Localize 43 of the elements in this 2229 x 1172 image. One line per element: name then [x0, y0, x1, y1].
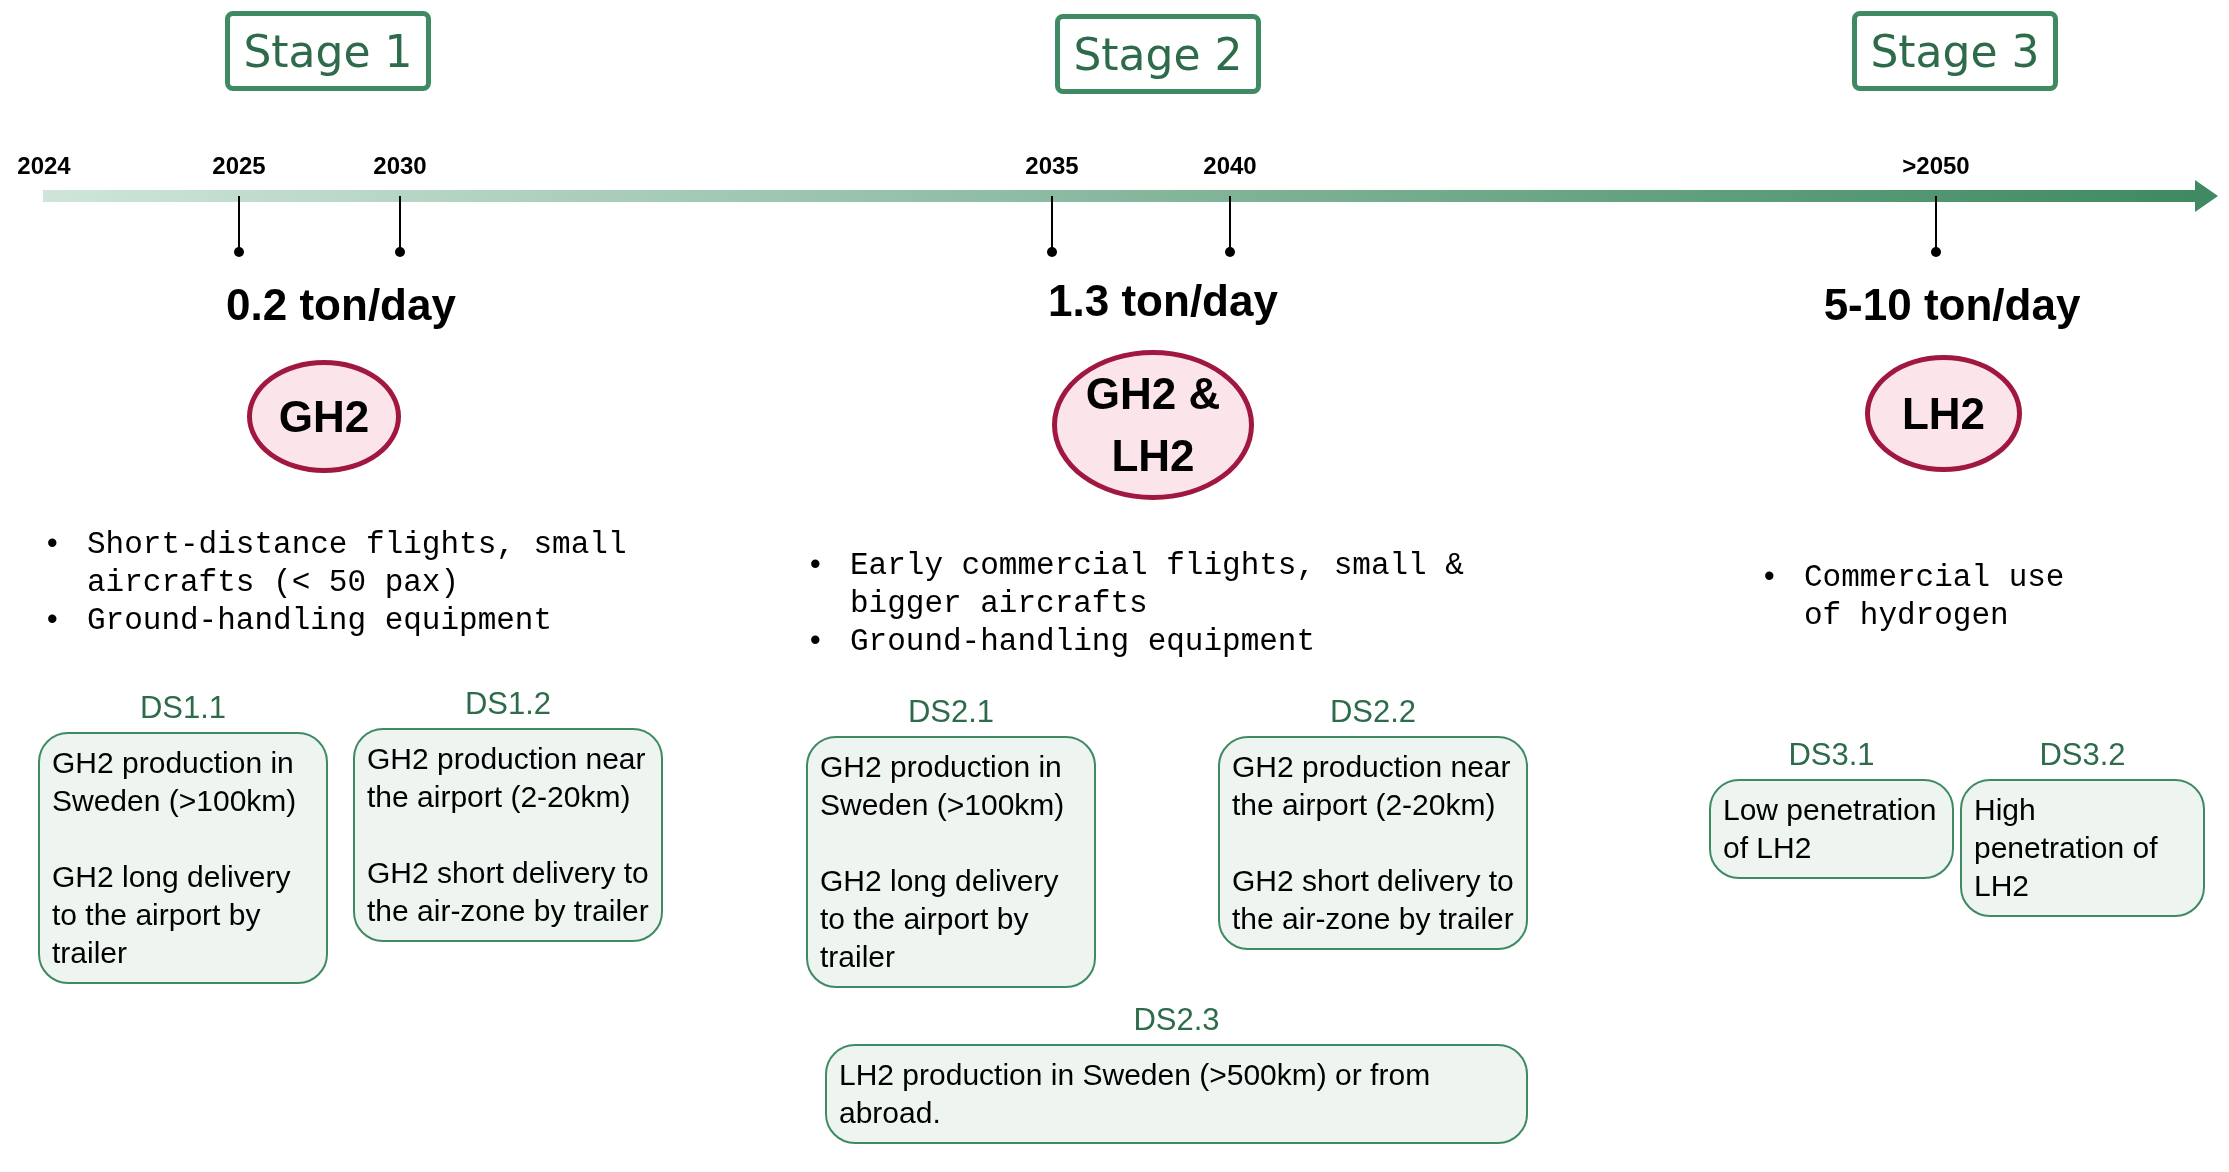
bullet-marker: • — [1760, 559, 1780, 597]
scenario-text: Low penetration of LH2 — [1723, 792, 1938, 866]
production-rate: 1.3 ton/day — [1048, 276, 1278, 326]
scenario-label: DS2.3 — [1132, 1002, 1221, 1038]
scenario-label: DS3.2 — [2038, 737, 2127, 773]
scenario-label: DS1.1 — [138, 690, 228, 726]
scenario-label: DS3.1 — [1787, 737, 1876, 773]
hydrogen-form-ellipse: GH2 & LH2 — [1052, 350, 1254, 500]
bullet-marker: • — [43, 602, 63, 640]
scenario-label: DS2.2 — [1328, 694, 1418, 730]
year-label: 2035 — [1025, 152, 1079, 180]
bullet-item: Commercial use of hydrogen — [1804, 559, 2066, 635]
hydrogen-form-ellipse: GH2 — [247, 360, 401, 473]
stage-box: Stage 3 — [1852, 11, 2058, 91]
scenario-text: GH2 production near the airport (2-20km) — [367, 741, 647, 815]
year-label: 2025 — [212, 152, 266, 180]
scenario-text: GH2 short delivery to the air-zone by trailer — [367, 855, 649, 929]
scenario-text: GH2 production near the airport (2-20km) — [1232, 749, 1512, 823]
year-label: >2050 — [1902, 152, 1970, 180]
hydrogen-form-ellipse: LH2 — [1865, 355, 2022, 472]
scenario-text: LH2 production in Sweden (>500km) or from abroad. — [839, 1057, 1432, 1131]
bullet-marker: • — [806, 547, 826, 585]
scenario-label: DS1.2 — [463, 686, 553, 722]
scenario-text: GH2 production in Sweden (>100km) — [52, 745, 298, 819]
stage-box: Stage 2 — [1055, 14, 1261, 94]
year-label: 2030 — [373, 152, 427, 180]
bullet-marker: • — [43, 526, 63, 564]
bullet-item: Ground-handling equipment — [850, 623, 1317, 661]
bullet-item: Early commercial flights, small & bigger aircrafts — [850, 547, 1465, 623]
production-rate: 5-10 ton/day — [1823, 280, 2081, 330]
stage-box: Stage 1 — [225, 11, 431, 91]
scenario-text: GH2 short delivery to the air-zone by trailer — [1232, 863, 1514, 937]
scenario-text: GH2 long delivery to the airport by trailer — [820, 863, 1060, 975]
scenario-text: High penetration of LH2 — [1974, 792, 2159, 904]
production-rate: 0.2 ton/day — [226, 280, 456, 330]
scenario-text: GH2 long delivery to the airport by trailer — [52, 859, 292, 971]
bullet-item: Short-distance flights, small aircrafts (< 50 pax) — [87, 526, 628, 602]
year-label: 2024 — [17, 152, 71, 180]
scenario-text: GH2 production in Sweden (>100km) — [820, 749, 1066, 823]
bullet-item: Ground-handling equipment — [87, 602, 554, 640]
year-label: 2040 — [1203, 152, 1257, 180]
scenario-label: DS2.1 — [906, 694, 996, 730]
bullet-marker: • — [806, 623, 826, 661]
